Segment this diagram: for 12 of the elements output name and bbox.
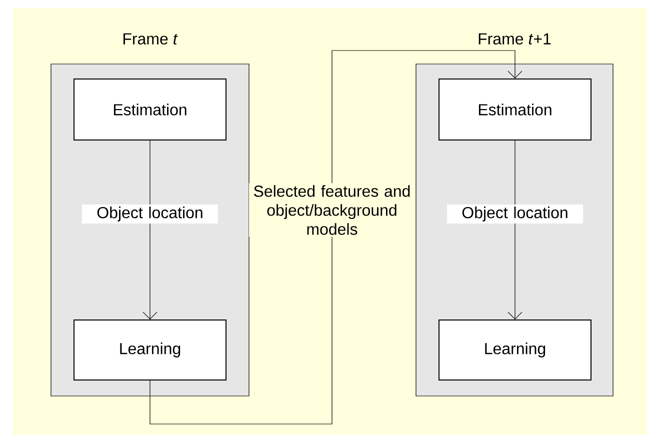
edge-label: Selected features and object/background models [249,183,415,237]
arrow [508,140,522,320]
edge-label: Object location [447,204,583,224]
process-box: Learning [438,320,592,380]
edge-label: Object location [82,204,218,224]
arrow [142,140,158,320]
frame-title: Frame t [124,33,178,44]
process-box: Estimation [74,78,226,140]
process-box: Learning [74,320,226,380]
frame-title: Frame t+1 [478,33,551,44]
process-box: Estimation [438,78,592,140]
arrow [150,50,522,424]
